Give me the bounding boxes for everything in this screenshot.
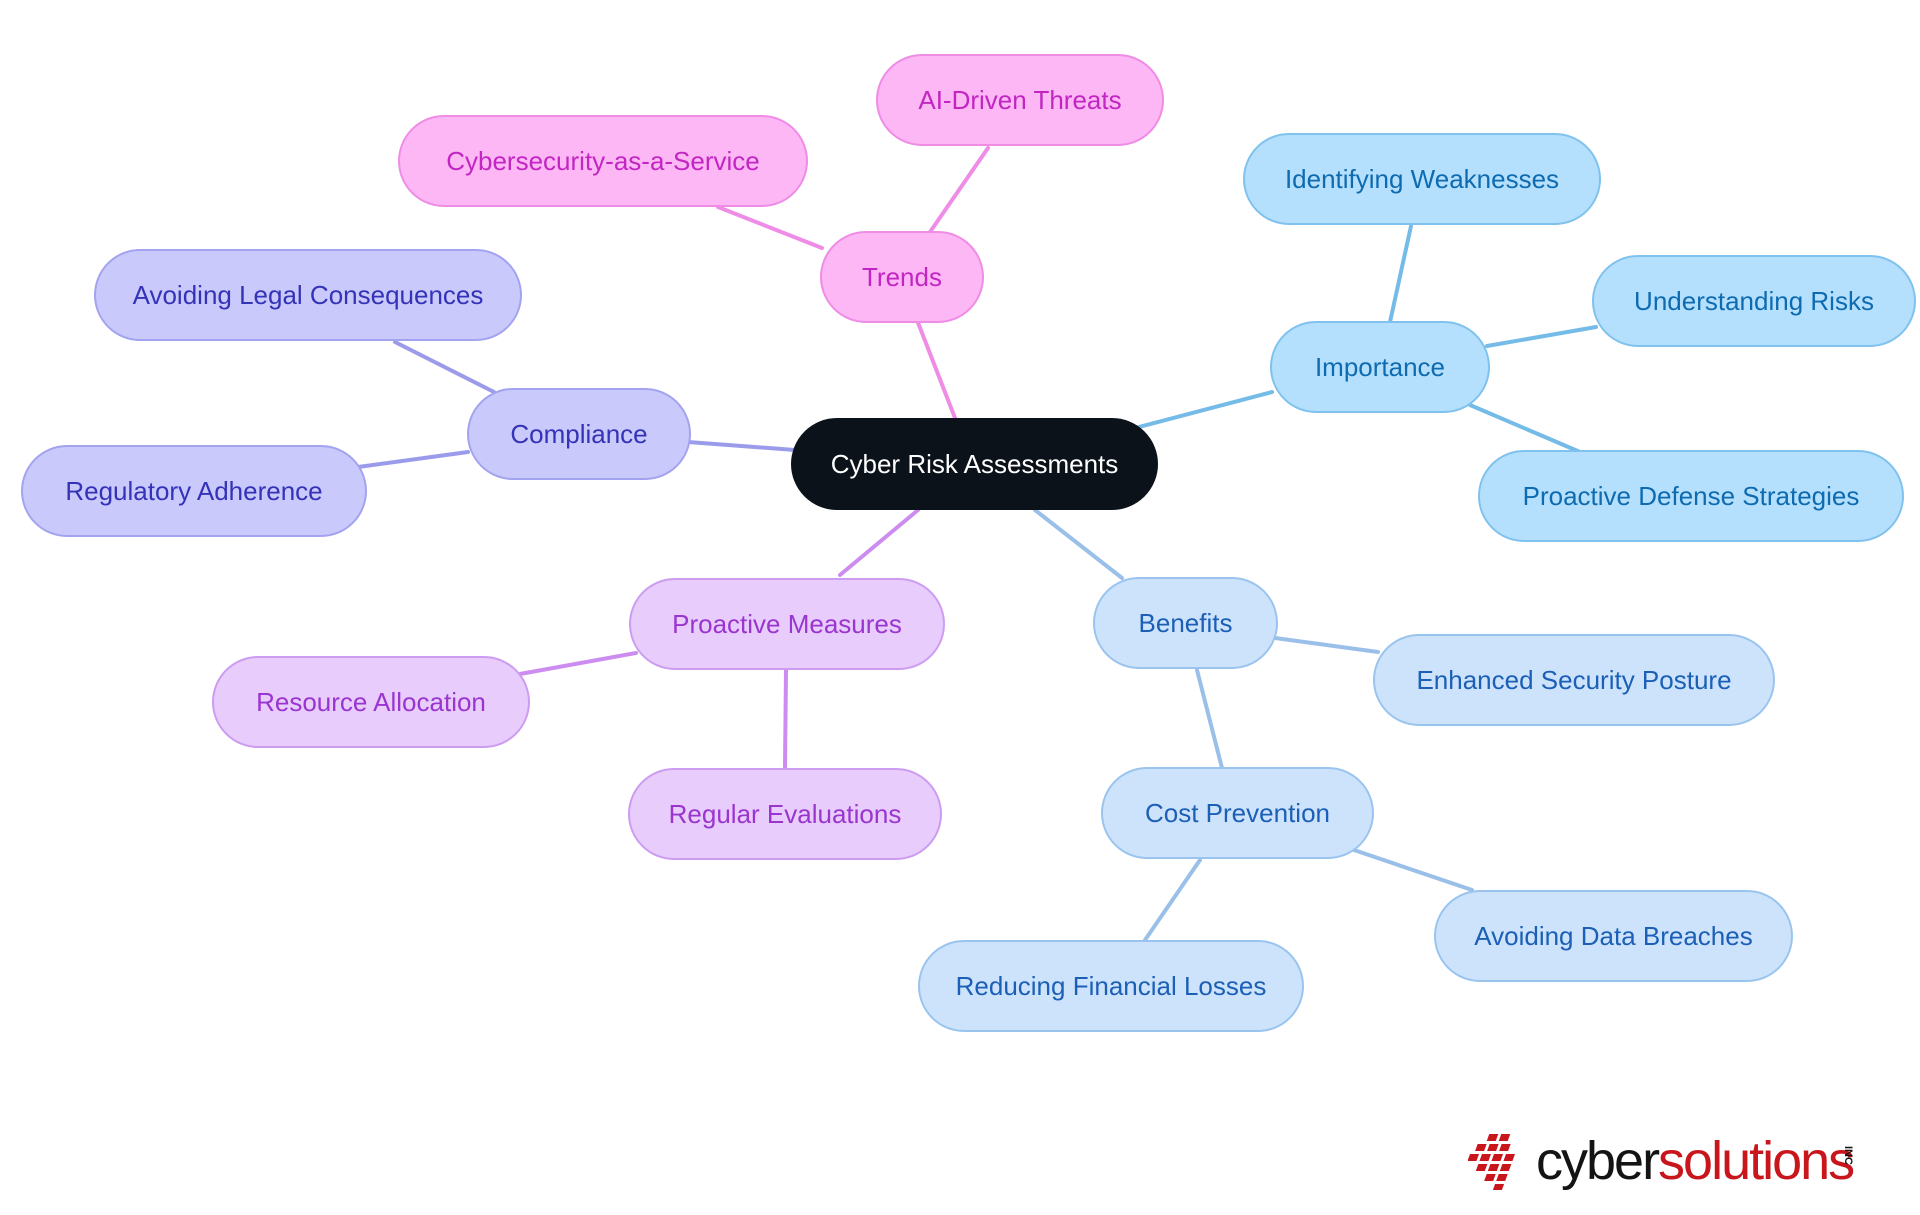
edge-importance-understand	[1485, 325, 1598, 348]
edge-benefits-enhanced	[1273, 636, 1380, 654]
node-importance: Importance	[1270, 321, 1490, 413]
logo-word-cyber: cyber	[1536, 1131, 1660, 1191]
node-avoiding-data-breaches: Avoiding Data Breaches	[1434, 890, 1793, 982]
logo-wordmark: cybersolutions	[1536, 1130, 1855, 1192]
edge-benefits-cost	[1195, 668, 1224, 770]
node-understanding-risks: Understanding Risks	[1592, 255, 1916, 347]
node-cost-prevention: Cost Prevention	[1101, 767, 1374, 859]
edge-root-trends	[915, 318, 957, 420]
node-reducing-financial-losses: Reducing Financial Losses	[918, 940, 1304, 1032]
edge-trends-caas	[716, 205, 824, 250]
node-proactive-measures: Proactive Measures	[629, 578, 945, 670]
node-compliance: Compliance	[467, 388, 691, 480]
node-identifying-weaknesses: Identifying Weaknesses	[1243, 133, 1601, 225]
edge-importance-defense	[1468, 403, 1582, 454]
edge-trends-ai	[928, 146, 990, 234]
edge-proactive-resource	[518, 651, 638, 676]
edge-importance-weak	[1388, 224, 1413, 324]
node-benefits: Benefits	[1093, 577, 1278, 669]
edge-root-benefits	[1033, 508, 1124, 580]
node-ai-driven-threats: AI-Driven Threats	[876, 54, 1164, 146]
edge-proactive-evaluations	[783, 668, 788, 770]
logo-mark-icon	[1468, 1134, 1515, 1190]
node-regulatory-adherence: Regulatory Adherence	[21, 445, 367, 537]
logo-word-solutions: solutions	[1658, 1131, 1855, 1191]
node-regular-evaluations: Regular Evaluations	[628, 768, 942, 860]
cybersolutions-logo: cybersolutions INC	[1468, 1128, 1868, 1198]
edge-compliance-regulatory	[356, 450, 470, 469]
edge-compliance-legal	[393, 340, 496, 394]
edge-root-compliance	[686, 440, 797, 452]
node-enhanced-security-posture: Enhanced Security Posture	[1373, 634, 1775, 726]
node-avoiding-legal-consequences: Avoiding Legal Consequences	[94, 249, 522, 341]
node-proactive-defense-strategies: Proactive Defense Strategies	[1478, 450, 1904, 542]
edge-cost-losses	[1143, 858, 1202, 942]
root-node: Cyber Risk Assessments	[791, 418, 1158, 510]
edge-root-proactive	[838, 508, 920, 577]
node-cybersecurity-as-a-service: Cybersecurity-as-a-Service	[398, 115, 808, 207]
node-resource-allocation: Resource Allocation	[212, 656, 530, 748]
edge-cost-breaches	[1352, 848, 1474, 892]
logo-inc: INC	[1842, 1146, 1854, 1165]
edge-root-importance	[1133, 390, 1274, 430]
node-trends: Trends	[820, 231, 984, 323]
